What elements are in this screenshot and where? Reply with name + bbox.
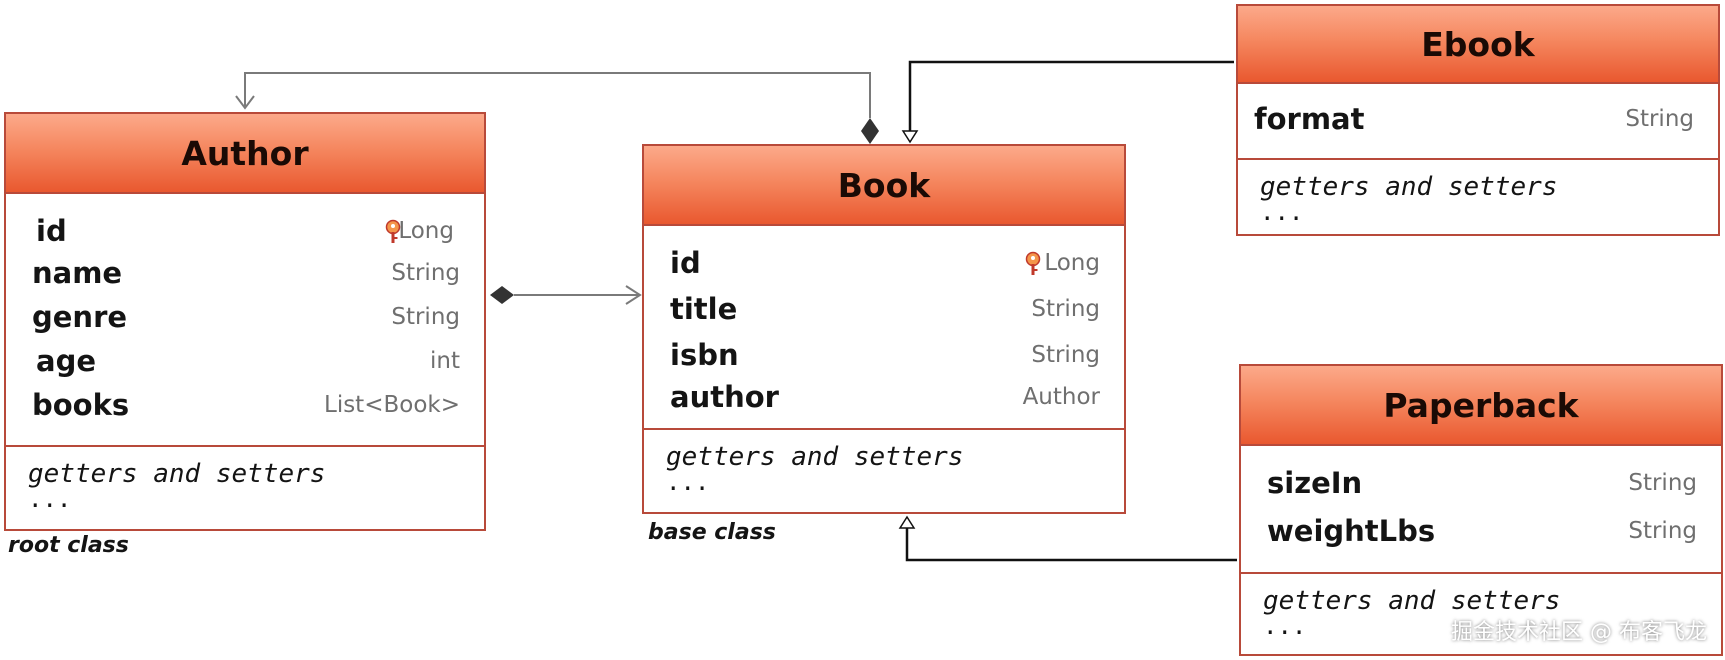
operation-ellipsis: ... <box>1263 612 1307 640</box>
attribute-name: id <box>670 246 701 280</box>
ebook-generalization-line <box>908 60 1234 131</box>
paperback-generalization-line <box>905 526 1237 562</box>
attribute-row: format String <box>1238 98 1718 140</box>
attribute-row: isbn String <box>644 334 1124 376</box>
paperback-generalization-arrowhead <box>898 515 916 529</box>
watermark: 掘金技术社区 @ 布客飞龙 <box>1451 620 1707 645</box>
attribute-row: title String <box>644 288 1124 330</box>
attribute-row: age int <box>6 340 484 382</box>
attribute-row: id Long <box>6 210 484 252</box>
attribute-name: author <box>670 380 779 414</box>
ebook-attributes: format String <box>1238 84 1718 160</box>
author-composition-diamond <box>490 286 514 304</box>
attribute-name: title <box>670 292 738 326</box>
paperback-class-box: Paperback sizeIn String weightLbs String… <box>1239 364 1723 656</box>
operation-ellipsis: ... <box>666 468 710 496</box>
attribute-type: String <box>1031 342 1100 368</box>
attribute-type: String <box>1628 518 1697 544</box>
attribute-name: isbn <box>670 338 739 372</box>
attribute-name: genre <box>32 300 128 334</box>
attribute-name: id <box>36 214 67 248</box>
author-class-name: Author <box>6 114 484 194</box>
book-caption: base class <box>648 520 776 545</box>
attribute-type: Author <box>1022 384 1100 410</box>
operation-text: getters and setters <box>28 459 326 489</box>
book-composition-diamond <box>861 118 879 144</box>
attribute-name: name <box>32 256 123 290</box>
operation-text: getters and setters <box>666 442 964 472</box>
attribute-row: weightLbs String <box>1241 510 1721 552</box>
attribute-type: String <box>1625 106 1694 132</box>
attribute-name: format <box>1254 102 1365 136</box>
attribute-type: List<Book> <box>324 392 460 418</box>
book-author-composition-line <box>244 72 871 118</box>
book-class-name: Book <box>644 146 1124 226</box>
attribute-name: weightLbs <box>1267 514 1436 548</box>
attribute-type: Long <box>1044 250 1100 276</box>
ebook-class-box: Ebook format String getters and setters … <box>1236 4 1720 236</box>
attribute-row: sizeIn String <box>1241 462 1721 504</box>
attribute-type: Long <box>398 218 454 244</box>
operation-text: getters and setters <box>1263 586 1561 616</box>
operation-ellipsis: ... <box>28 485 72 513</box>
ebook-generalization-arrowhead <box>901 130 919 144</box>
attribute-name: sizeIn <box>1267 466 1363 500</box>
primary-key-icon <box>385 219 401 243</box>
attribute-row: author Author <box>644 376 1124 418</box>
operation-ellipsis: ... <box>1260 198 1304 226</box>
attribute-row: id Long <box>644 242 1124 284</box>
paperback-class-name: Paperback <box>1241 366 1721 446</box>
attribute-type: String <box>1031 296 1100 322</box>
attribute-type: String <box>391 304 460 330</box>
attribute-row: books List<Book> <box>6 384 484 426</box>
attribute-row: genre String <box>6 296 484 338</box>
operation-text: getters and setters <box>1260 172 1558 202</box>
book-attributes: id Long title String isbn String author … <box>644 226 1124 430</box>
book-class-box: Book id Long title String isbn String au… <box>642 144 1126 514</box>
attribute-row: name String <box>6 252 484 294</box>
author-open-arrowhead <box>235 95 255 110</box>
attribute-name: books <box>32 388 130 422</box>
author-attributes: id Long name String genre String age int… <box>6 194 484 447</box>
ebook-class-name: Ebook <box>1238 6 1718 84</box>
author-caption: root class <box>8 533 129 558</box>
attribute-type: int <box>430 348 460 374</box>
attribute-type: String <box>1628 470 1697 496</box>
paperback-attributes: sizeIn String weightLbs String <box>1241 446 1721 574</box>
attribute-type: String <box>391 260 460 286</box>
primary-key-icon <box>1025 251 1041 275</box>
book-open-arrowhead <box>625 285 642 305</box>
author-class-box: Author id Long name String genre String … <box>4 112 486 531</box>
attribute-name: age <box>36 344 96 378</box>
